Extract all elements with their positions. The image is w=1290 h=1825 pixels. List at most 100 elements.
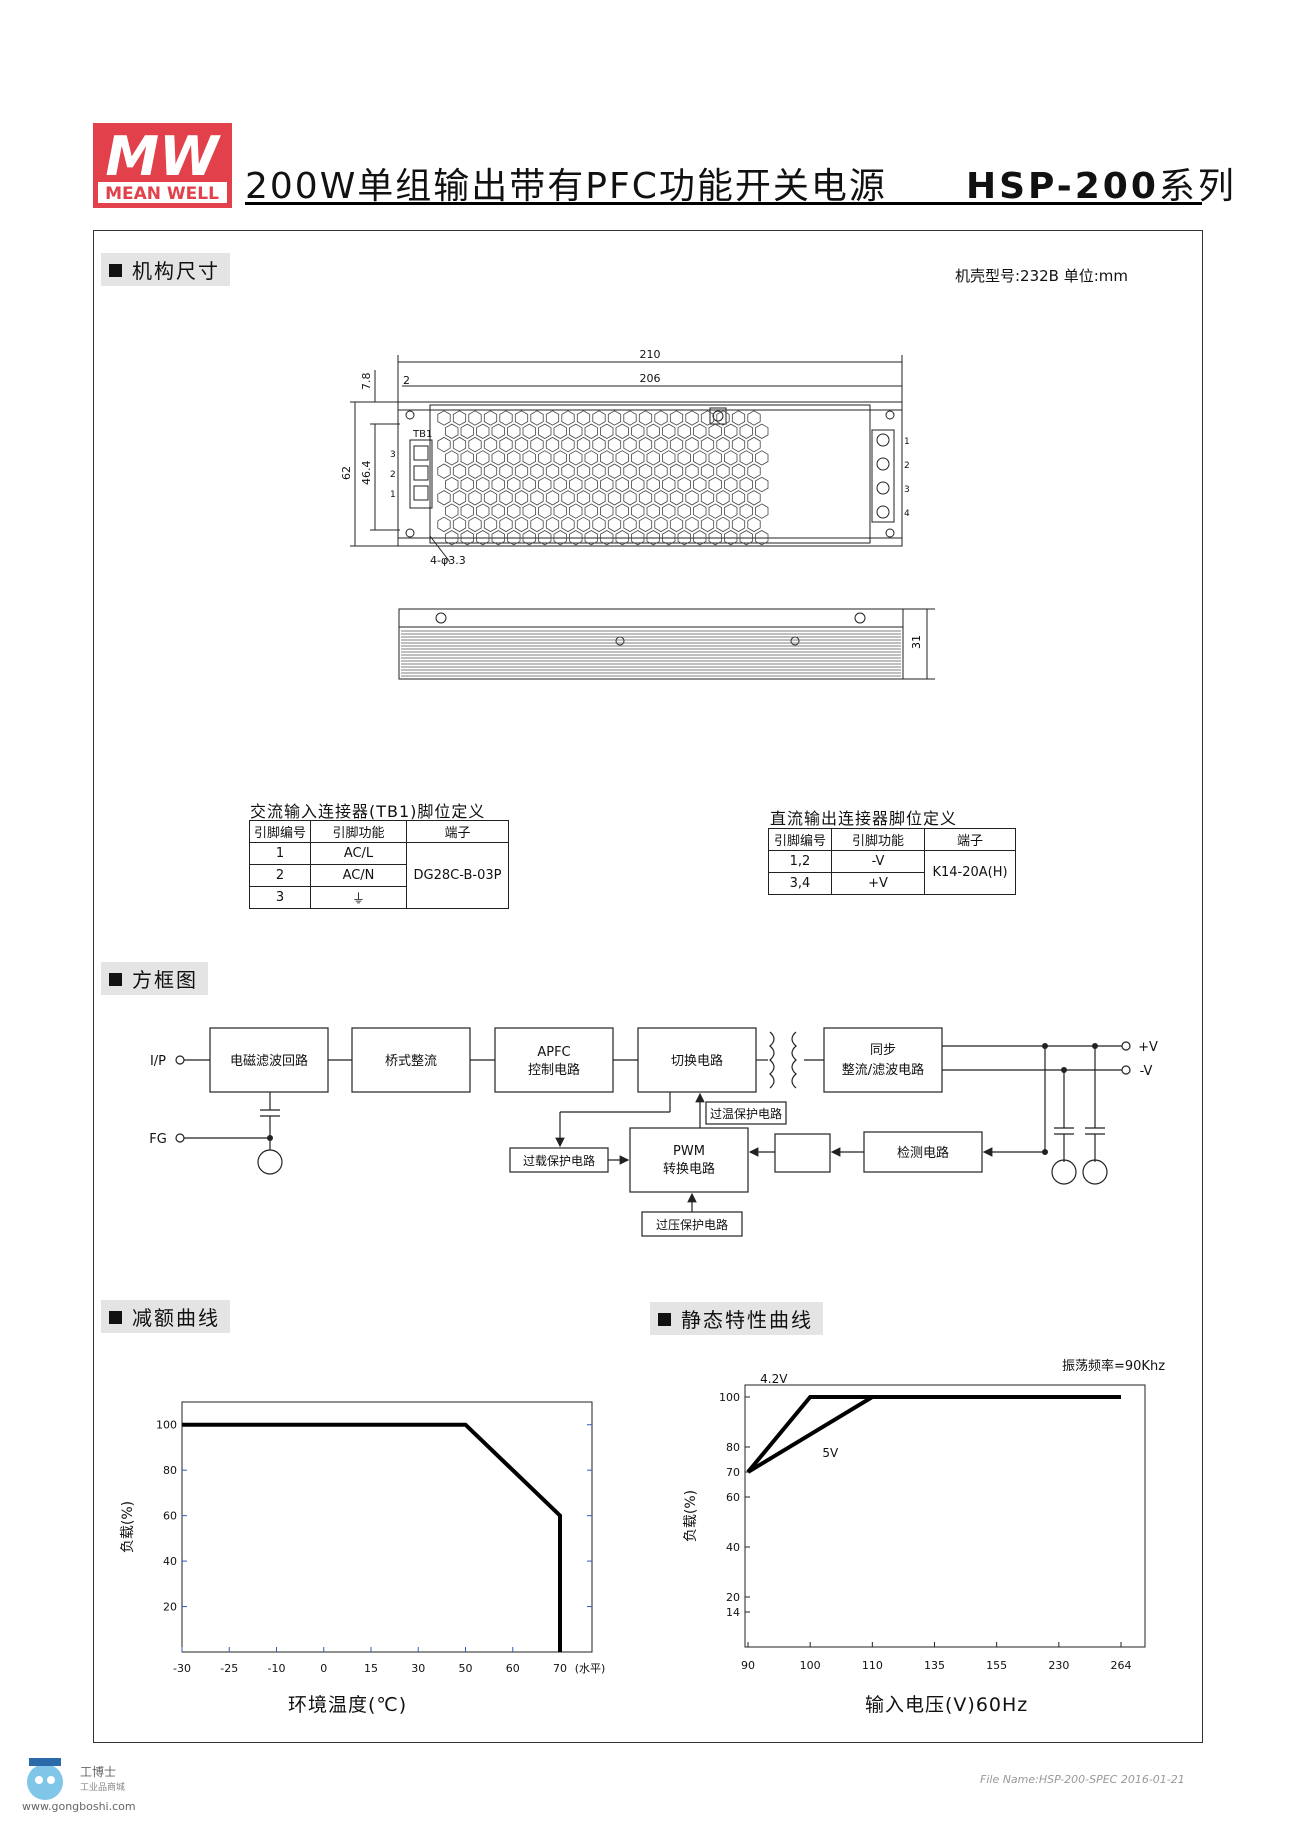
mechanical-side-view: 31 [398,608,935,680]
chart1-x-tick-label: 0 [320,1662,327,1675]
vent-hole [693,530,707,546]
vent-hole [476,530,490,546]
vminus-label: -V [1140,1064,1153,1079]
vent-hole [491,503,505,519]
dim-small-offset: 2 [403,374,410,387]
vent-hole [561,516,575,533]
dc-row-func: -V [831,850,925,873]
vent-hole [545,516,560,533]
vent-hole [747,490,761,506]
vent-hole [693,423,707,439]
left-pin-3: 3 [390,450,396,460]
vent-hole [607,410,622,426]
vent-hole [600,450,614,466]
mechanical-top-view: 210 206 2 7.8 62 46.4 TB1 3 2 1 1 2 3 4 … [340,348,910,567]
vent-hole [607,516,622,533]
chart1-x-tick-label: 50 [459,1662,473,1675]
vent-hole [662,476,676,493]
vent-hole [561,463,575,479]
vent-hole [507,476,521,493]
vent-hole [584,476,598,493]
vent-hole [685,490,699,506]
section-static-label: 静态特性曲线 [681,1308,813,1332]
vent-hole [693,450,707,466]
vent-hole [452,516,467,533]
chart1-xlabel: 环境温度(℃) [288,1694,408,1716]
pwm-label-1: PWM [673,1144,705,1159]
vent-hole [662,423,676,439]
vent-hole [445,530,459,546]
vent-hole [662,503,676,519]
chart2-y-tick-label: 100 [719,1391,740,1404]
vent-hole [437,516,451,533]
dim-top-offset: 7.8 [360,373,373,391]
vent-hole [755,503,769,519]
switch-label: 切换电路 [671,1053,723,1069]
vent-hole [638,463,653,479]
vent-hole [499,516,513,533]
vent-hole [607,490,622,506]
vent-hole [685,436,699,453]
ac-header-pin: 引脚编号 [249,820,311,843]
model-name: HSP-200 [966,166,1159,207]
dc-header-pin: 引脚编号 [768,828,832,851]
vent-hole [514,516,529,533]
ac-row-pin: 1 [249,842,311,865]
section-mechanical-label: 机构尺寸 [132,259,220,283]
vent-hole [708,503,722,519]
section-block-label: 方框图 [132,968,198,992]
vent-hole [677,450,691,466]
chart1-x-tick-label: 70 [553,1662,567,1675]
vent-hole [445,503,459,519]
block-diagram: I/P FG 电磁滤波回路 桥式整流 APFC 控制电路 切换电路 同步 整流/… [149,1027,1158,1237]
vent-hole [445,450,459,466]
vent-hole [468,436,482,453]
fg-label: FG [149,1132,167,1147]
optocoupler [774,1133,831,1173]
chart1-y-tick-label: 80 [163,1464,177,1477]
chart2-x-tick-label: 110 [862,1659,883,1672]
ip-label: I/P [150,1054,166,1069]
chart2-y-tick-label: 70 [726,1466,740,1479]
tb-label: TB1 [412,429,432,440]
vent-hole [716,436,730,453]
emi-label: 电磁滤波回路 [230,1053,308,1069]
vent-hole [576,436,591,453]
vent-hole [476,423,490,439]
vent-hole [600,503,614,519]
vent-hole [468,463,482,479]
chart2-x-tick-label: 155 [986,1659,1007,1672]
vent-hole [491,530,505,546]
vent-hole [530,463,544,479]
vent-hole [646,530,660,546]
vent-hole [584,450,598,466]
chart1-ylabel: 负载(%) [120,1501,136,1553]
vent-hole [592,436,606,453]
vent-hole [685,463,699,479]
vent-hole [576,490,591,506]
chart1-x-tick-label: 15 [364,1662,378,1675]
vent-hole [646,476,660,493]
apfc-label-2: 控制电路 [528,1062,580,1078]
chart2-series-label: 5V [822,1446,839,1460]
section-derating-label: 减额曲线 [132,1306,220,1330]
footer-file-name: File Name:HSP-200-SPEC 2016-01-21 [980,1773,1185,1786]
footer-site: www.gongboshi.com [22,1800,136,1813]
chart2-x-tick-label: 264 [1111,1659,1132,1672]
vent-pattern [437,410,769,546]
chart1-x-tick-label: -10 [268,1662,286,1675]
vent-hole [538,503,552,519]
section-block-diagram: 方框图 [101,962,208,995]
vent-hole [623,410,637,426]
vent-hole [669,436,684,453]
dim-hole-spacing: 46.4 [360,461,373,486]
vent-hole [716,516,730,533]
vent-hole [522,450,536,466]
vent-hole [569,503,583,519]
vent-hole [685,516,699,533]
vent-hole [460,476,474,493]
chart2-xlabel: 输入电压(V)60Hz [865,1694,1029,1716]
chart2-x-tick-label: 90 [741,1659,755,1672]
brand-logo-mark: MW [105,125,221,188]
vent-hole [693,503,707,519]
